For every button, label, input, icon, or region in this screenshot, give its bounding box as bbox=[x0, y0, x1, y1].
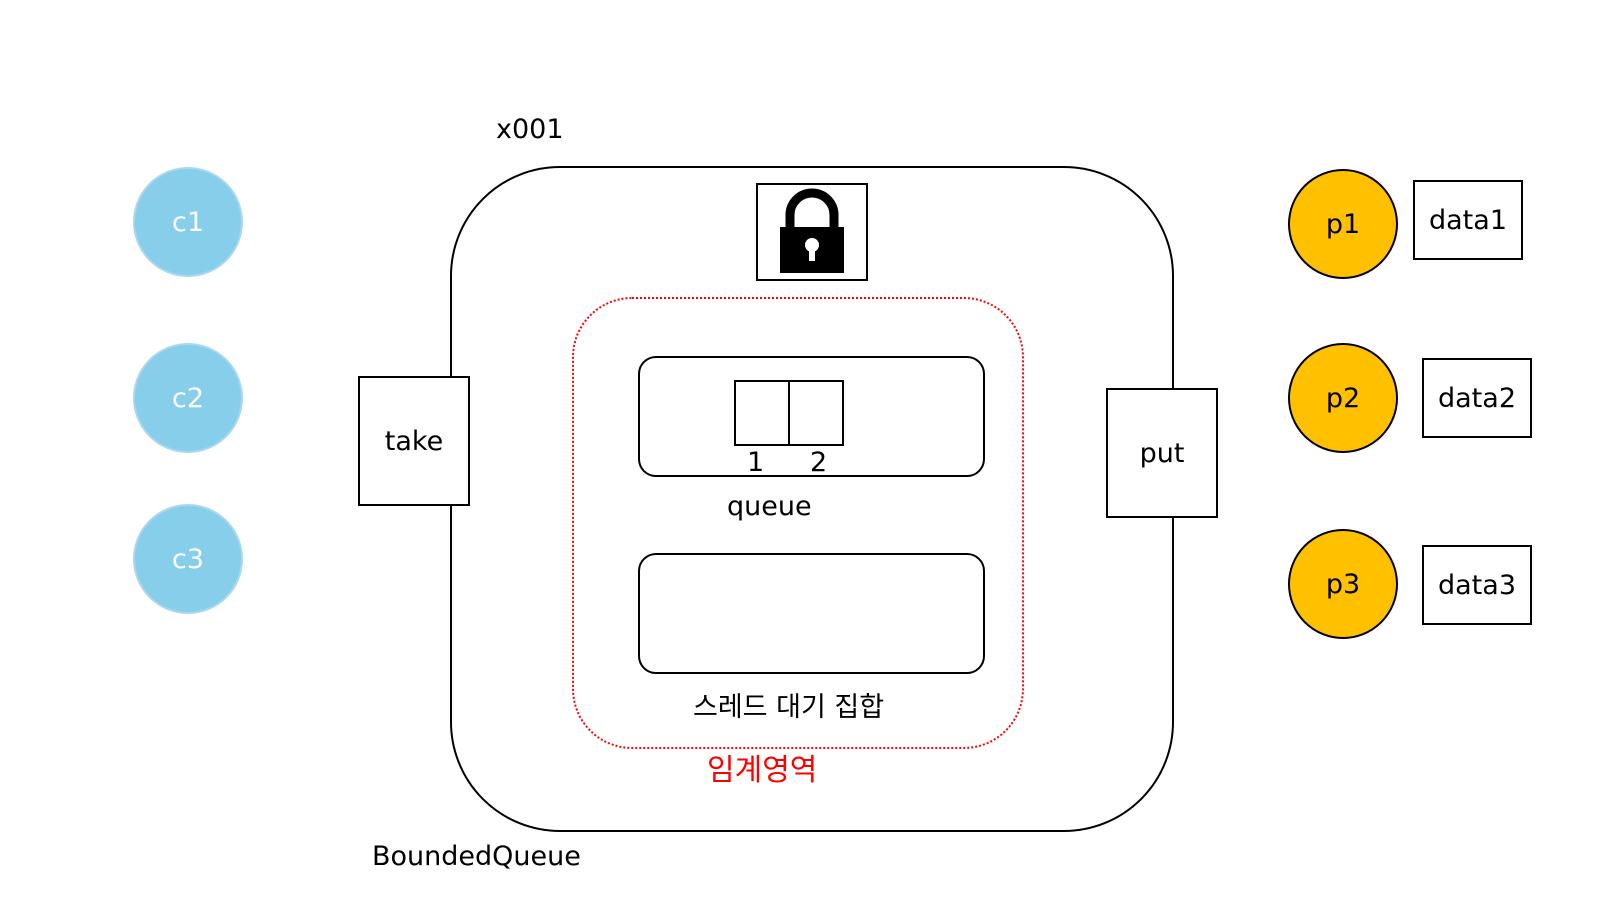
bounded-queue-name: BoundedQueue bbox=[372, 841, 581, 872]
take-method-box: take bbox=[358, 376, 470, 506]
queue-slot-2 bbox=[788, 380, 844, 446]
consumer-c1-label: c1 bbox=[171, 206, 205, 238]
producer-p2-label: p2 bbox=[1325, 382, 1361, 414]
address-label: x001 bbox=[496, 114, 564, 145]
producer-p3-label: p3 bbox=[1325, 568, 1361, 600]
consumer-c3-label: c3 bbox=[171, 543, 205, 575]
queue-slot-index-2: 2 bbox=[810, 447, 828, 478]
consumer-c2-label: c2 bbox=[171, 382, 205, 414]
queue-slot-1 bbox=[734, 380, 790, 446]
queue-label: queue bbox=[727, 491, 812, 522]
consumer-c3: c3 bbox=[133, 504, 243, 614]
consumer-c1: c1 bbox=[133, 167, 243, 277]
producer-p3-data: data3 bbox=[1422, 545, 1532, 625]
producer-p1-data-label: data1 bbox=[1429, 204, 1507, 236]
producer-p1-label: p1 bbox=[1325, 208, 1361, 240]
producer-p2-data-label: data2 bbox=[1438, 382, 1516, 414]
producer-p3: p3 bbox=[1288, 529, 1398, 639]
put-label: put bbox=[1139, 437, 1185, 469]
consumer-c2: c2 bbox=[133, 343, 243, 453]
lock-icon bbox=[780, 188, 844, 273]
take-label: take bbox=[384, 425, 444, 457]
put-method-box: put bbox=[1106, 388, 1218, 518]
critical-section-border bbox=[572, 297, 1024, 749]
producer-p1-data: data1 bbox=[1413, 180, 1523, 260]
producer-p1: p1 bbox=[1288, 169, 1398, 279]
queue-slot-index-1: 1 bbox=[747, 447, 765, 478]
wait-set-label: 스레드 대기 집합 bbox=[693, 692, 885, 723]
wait-set-box bbox=[638, 553, 985, 674]
producer-p2: p2 bbox=[1288, 343, 1398, 453]
producer-p2-data: data2 bbox=[1422, 358, 1532, 438]
critical-section-label: 임계영역 bbox=[707, 753, 818, 788]
lock-box bbox=[756, 183, 868, 281]
producer-p3-data-label: data3 bbox=[1438, 569, 1516, 601]
